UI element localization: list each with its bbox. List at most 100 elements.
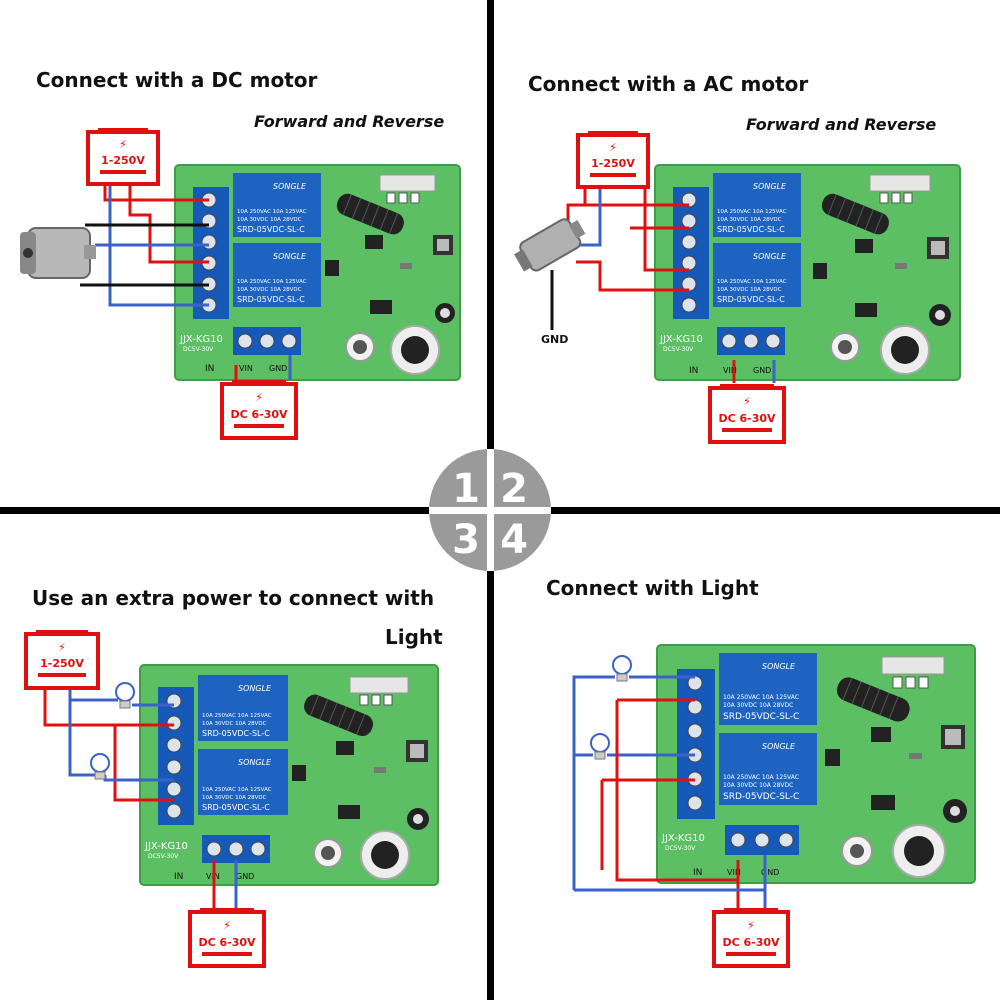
dc-motor-icon <box>20 227 96 279</box>
vin-label: VIN <box>727 868 741 877</box>
power-box-bottom: ⚡ DC 6-30V <box>712 908 790 968</box>
lightning-icon: ⚡ <box>58 641 66 654</box>
panel-number-4: 4 <box>500 517 528 563</box>
relay-1-brand: SONGLE <box>238 684 272 693</box>
relay-1-brand: SONGLE <box>753 182 787 191</box>
board-model: JJX-KG10 <box>179 334 223 345</box>
light-bulb-icon-1 <box>115 682 135 709</box>
relay-1-rating-2: 10A 30VDC 10A 28VDC <box>202 721 267 727</box>
antenna-coil <box>821 193 889 235</box>
antenna-coil <box>836 677 910 722</box>
relay-1-model: SRD-05VDC-SL-C <box>717 225 785 234</box>
in-label: IN <box>205 364 214 374</box>
relay-board-2: SONGLE 10A 250VAC 10A 125VAC 10A 30VDC 1… <box>654 164 961 381</box>
power-top-label: 1-250V <box>591 157 635 170</box>
panel-4: SONGLE 10A 250VAC 10A 125VAC 10A 30VDC 1… <box>572 644 976 968</box>
panel-number-1: 1 <box>452 466 480 512</box>
antenna-coil <box>304 694 374 736</box>
relay-board-4: SONGLE 10A 250VAC 10A 125VAC 10A 30VDC 1… <box>656 644 976 884</box>
light-bulb-icon-2 <box>590 733 610 760</box>
board-spec: DC5V-30V <box>183 346 214 353</box>
gnd-pin-label: GND <box>269 364 287 373</box>
relay-2-brand: SONGLE <box>273 252 307 261</box>
relay-1-brand: SONGLE <box>273 182 307 191</box>
power-top-label: 1-250V <box>101 154 145 167</box>
relay-1-rating-1: 10A 250VAC 10A 125VAC <box>723 694 799 701</box>
relay-2-rating-2: 10A 30VDC 10A 28VDC <box>202 795 267 801</box>
wires-panel-1 <box>80 185 292 380</box>
lightning-icon: ⚡ <box>747 919 755 932</box>
pairing-button <box>433 235 453 255</box>
panel-2-title: Connect with a AC motor <box>528 72 809 96</box>
lightning-icon: ⚡ <box>255 391 263 404</box>
panel-2: SONGLE 10A 250VAC 10A 125VAC 10A 30VDC 1… <box>514 131 961 444</box>
panel-3: SONGLE 10A 250VAC 10A 125VAC 10A 30VDC 1… <box>24 630 439 968</box>
relay-board-3: SONGLE 10A 250VAC 10A 125VAC 10A 30VDC 1… <box>139 664 439 886</box>
relay-2-rating-2: 10A 30VDC 10A 28VDC <box>723 782 793 789</box>
light-bulb-icon-1 <box>612 655 632 682</box>
light-bulb-icon-2 <box>90 753 110 780</box>
output-terminal-block <box>673 187 709 319</box>
in-label: IN <box>693 868 702 878</box>
relay-1-rating-1: 10A 250VAC 10A 125VAC <box>202 713 272 719</box>
panel-number-2: 2 <box>500 466 528 512</box>
relay-2 <box>198 749 288 815</box>
board-model: JJX-KG10 <box>661 833 705 844</box>
relay-2 <box>233 243 321 307</box>
lightning-icon: ⚡ <box>223 919 231 932</box>
panel-1: SONGLE 10A 250VAC 10A 125VAC 10A 30VDC 1… <box>20 128 461 440</box>
power-box-bottom: ⚡ DC 6-30V <box>708 384 786 444</box>
relay-2-brand: SONGLE <box>762 742 796 751</box>
relay-1-brand: SONGLE <box>762 662 796 671</box>
board-model: JJX-KG10 <box>659 334 703 345</box>
relay-1-rating-1: 10A 250VAC 10A 125VAC <box>237 209 307 215</box>
vin-label: VIN <box>239 364 253 373</box>
relay-1 <box>233 173 321 237</box>
lightning-icon: ⚡ <box>609 141 617 154</box>
gnd-pin-label: GND <box>753 366 771 375</box>
relay-1-model: SRD-05VDC-SL-C <box>202 729 270 738</box>
panel-4-title: Connect with Light <box>546 576 759 600</box>
power-box-top: ⚡ 1-250V <box>86 128 160 186</box>
wires-panel-3 <box>43 690 238 910</box>
power-bottom-label: DC 6-30V <box>718 412 776 425</box>
output-terminal-block <box>158 687 194 825</box>
wires-panel-4 <box>572 675 767 910</box>
in-label: IN <box>174 872 183 882</box>
relay-1-model: SRD-05VDC-SL-C <box>237 225 305 234</box>
pairing-button <box>406 740 428 762</box>
output-terminal-block <box>193 187 229 319</box>
relay-2-rating-1: 10A 250VAC 10A 125VAC <box>717 279 787 285</box>
relay-2 <box>713 243 801 307</box>
relay-2-model: SRD-05VDC-SL-C <box>202 803 270 812</box>
relay-2-model: SRD-05VDC-SL-C <box>237 295 305 304</box>
relay-1 <box>198 675 288 741</box>
relay-1-rating-2: 10A 30VDC 10A 28VDC <box>717 217 782 223</box>
relay-2-model: SRD-05VDC-SL-C <box>723 792 799 802</box>
pairing-button <box>941 725 965 749</box>
power-top-label: 1-250V <box>40 657 84 670</box>
board-model: JJX-KG10 <box>144 841 188 852</box>
panel-1-subtitle: Forward and Reverse <box>254 112 445 131</box>
relay-2-rating-1: 10A 250VAC 10A 125VAC <box>202 787 272 793</box>
relay-2-rating-1: 10A 250VAC 10A 125VAC <box>237 279 307 285</box>
relay-1 <box>719 653 817 725</box>
power-bottom-label: DC 6-30V <box>230 408 288 421</box>
panel-1-title: Connect with a DC motor <box>36 68 318 92</box>
power-box-top: ⚡ 1-250V <box>24 630 100 690</box>
panel-2-subtitle: Forward and Reverse <box>746 115 937 134</box>
antenna-coil <box>336 193 404 235</box>
panel-number-3: 3 <box>452 517 480 563</box>
relay-2 <box>719 733 817 805</box>
ac-motor-icon <box>514 218 586 272</box>
board-spec: DC5V-30V <box>663 346 694 353</box>
relay-board-1: SONGLE 10A 250VAC 10A 125VAC 10A 30VDC 1… <box>174 164 461 381</box>
relay-1-model: SRD-05VDC-SL-C <box>723 712 799 722</box>
gnd-pin-label: GND <box>236 872 254 881</box>
relay-2-brand: SONGLE <box>753 252 787 261</box>
panel-3-subtitle: Light <box>385 625 443 649</box>
relay-2-rating-2: 10A 30VDC 10A 28VDC <box>717 287 782 293</box>
gnd-label: GND <box>541 333 568 346</box>
panel-3-title: Use an extra power to connect with <box>32 586 435 610</box>
